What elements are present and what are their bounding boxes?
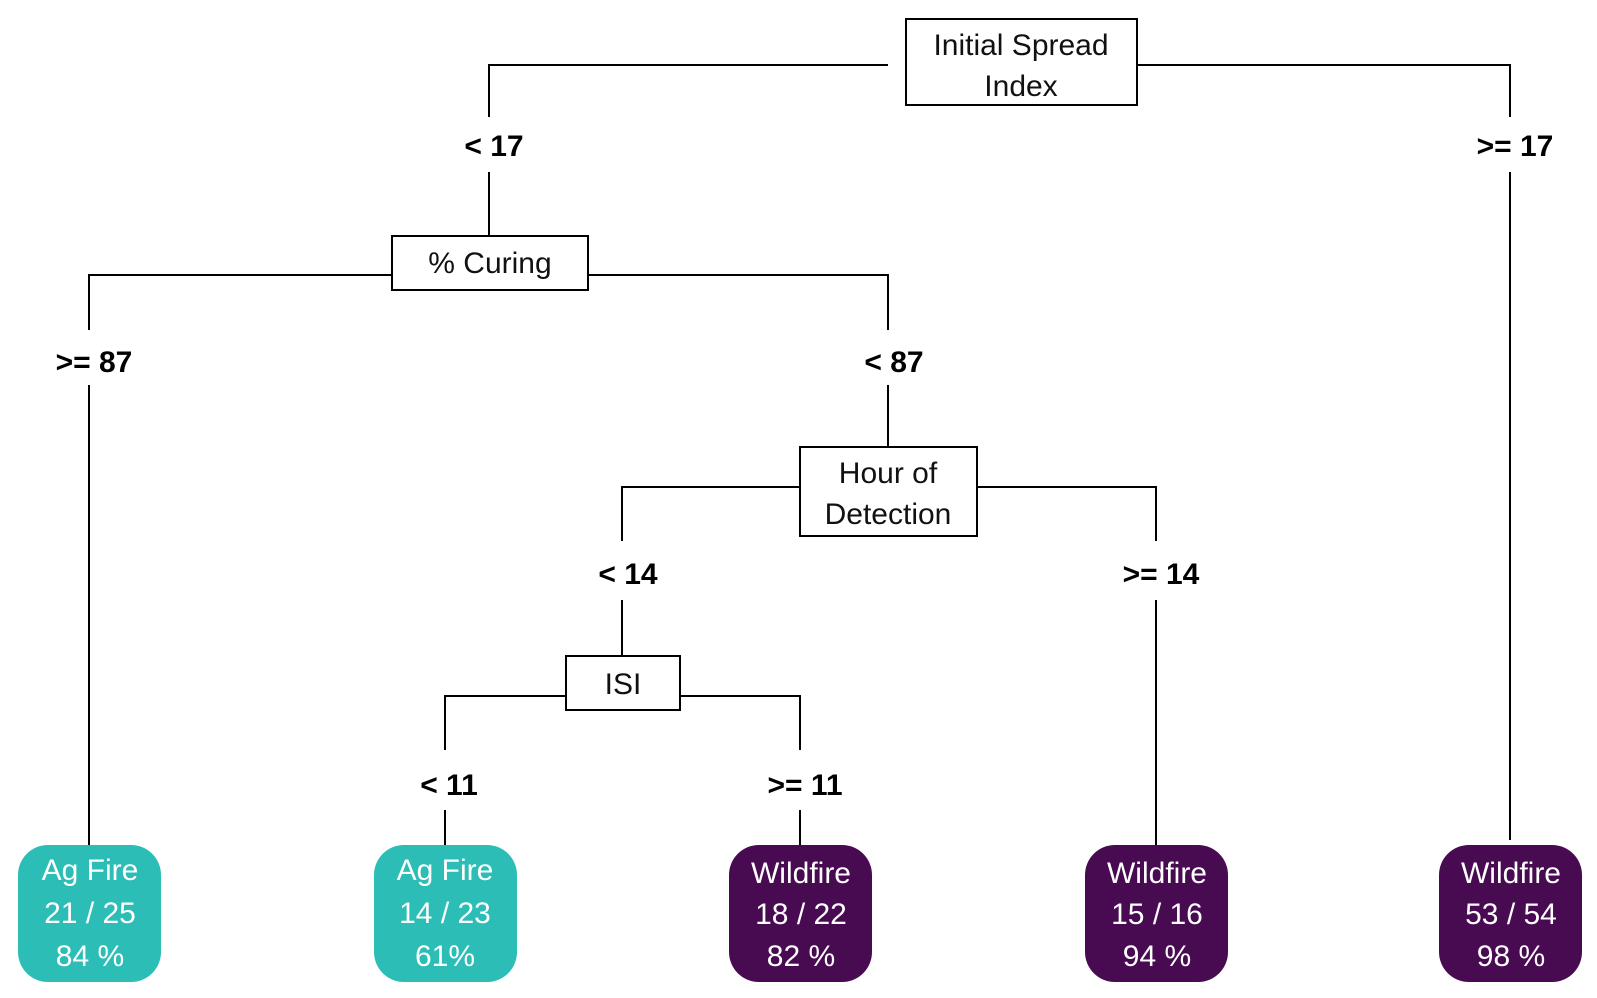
leaf-class: Wildfire	[1107, 857, 1207, 890]
node-label-line1: Hour of	[839, 457, 938, 490]
leaf-percent: 98 %	[1477, 940, 1545, 973]
node-label: % Curing	[428, 247, 551, 280]
edge-label-root-right: >= 17	[1477, 130, 1554, 163]
edge-hour-right	[977, 486, 1157, 541]
node-isi: ISI	[565, 655, 681, 711]
leaf-class: Wildfire	[1461, 857, 1561, 890]
leaf-percent: 84 %	[56, 940, 124, 973]
edge-hour-left	[621, 486, 800, 541]
leaf-box	[1085, 845, 1228, 982]
leaf-class: Ag Fire	[42, 854, 139, 887]
leaf-percent: 94 %	[1123, 940, 1191, 973]
leaf-wildfire-3: Wildfire 53 / 54 98 %	[1439, 845, 1582, 982]
edge-isi-right	[680, 695, 801, 750]
edge-label-hour-left: < 14	[598, 558, 658, 591]
leaf-class: Wildfire	[751, 857, 851, 890]
edge-labels: < 17 >= 17 >= 87 < 87 < 14 >= 14 < 11 >=…	[56, 130, 1554, 802]
leaf-wildfire-1: Wildfire 18 / 22 82 %	[729, 845, 872, 982]
edge-curing-left	[88, 274, 392, 330]
edge-label-curing-right: < 87	[864, 346, 923, 379]
edge-label-hour-right: >= 14	[1123, 558, 1200, 591]
leaf-counts: 14 / 23	[399, 897, 491, 930]
leaf-ag-fire-2: Ag Fire 14 / 23 61%	[374, 845, 517, 982]
node-initial-spread-index: Initial Spread Index	[905, 18, 1138, 106]
edge-label-isi-left: < 11	[420, 769, 478, 802]
node-label: ISI	[605, 668, 642, 701]
leaf-box	[1439, 845, 1582, 982]
node-label-line2: Index	[984, 70, 1057, 103]
leaf-percent: 82 %	[767, 940, 835, 973]
leaf-box	[374, 845, 517, 982]
node-percent-curing: % Curing	[391, 235, 589, 291]
edge-curing-right	[588, 274, 889, 330]
node-label-line1: Initial Spread	[933, 29, 1108, 62]
leaf-ag-fire-1: Ag Fire 21 / 25 84 %	[18, 845, 161, 982]
leaf-box	[729, 845, 872, 982]
edge-label-curing-left: >= 87	[56, 346, 133, 379]
edge-label-isi-right: >= 11	[767, 769, 842, 802]
leaf-counts: 53 / 54	[1465, 898, 1557, 931]
edge-root-left	[488, 64, 888, 117]
node-label-line2: Detection	[825, 498, 952, 531]
leaf-box	[18, 845, 161, 982]
edge-isi-left	[444, 695, 566, 750]
leaf-counts: 21 / 25	[44, 897, 136, 930]
node-hour-of-detection: Hour of Detection	[799, 446, 978, 537]
leaf-counts: 15 / 16	[1111, 898, 1203, 931]
leaf-class: Ag Fire	[397, 854, 494, 887]
leaf-counts: 18 / 22	[755, 898, 847, 931]
leaf-wildfire-2: Wildfire 15 / 16 94 %	[1085, 845, 1228, 982]
edge-root-right	[1113, 64, 1511, 117]
leaf-percent: 61%	[415, 940, 475, 973]
tree-edges	[88, 64, 1511, 845]
edge-label-root-left: < 17	[464, 130, 523, 163]
